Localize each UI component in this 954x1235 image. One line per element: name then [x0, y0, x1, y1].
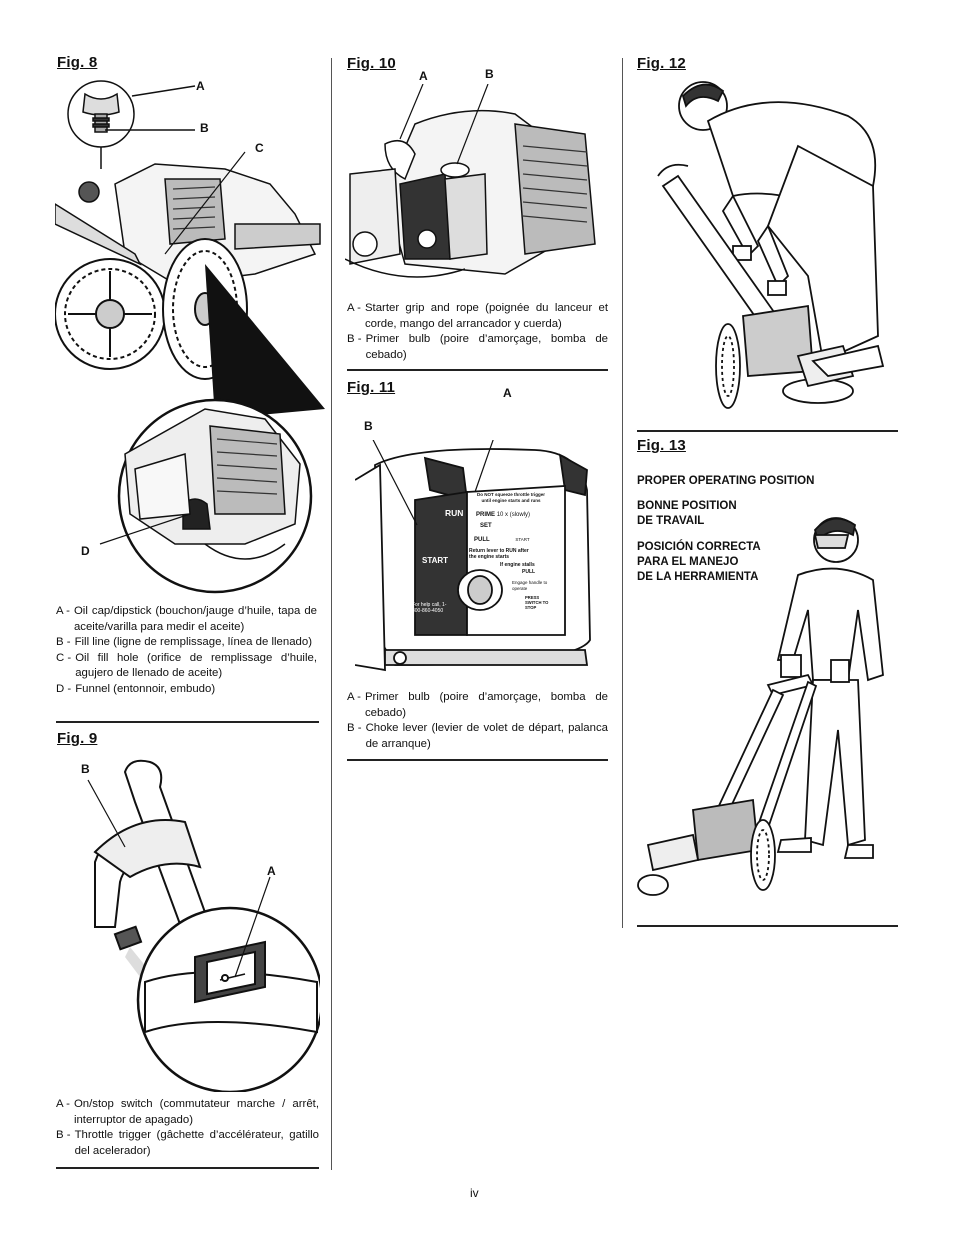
fig13-title: Fig. 13 [637, 437, 686, 454]
fig10-callout-a: A [419, 69, 428, 83]
fig8-callout-b: B [200, 121, 209, 135]
start-label: START [422, 556, 449, 565]
fig9-callout-a: A [267, 864, 276, 878]
fig10-callout-b: B [485, 67, 494, 81]
run-label: RUN [445, 508, 464, 518]
label-press: PRESS SWITCH TO STOP [525, 595, 549, 610]
fig8-illustration [55, 74, 325, 594]
fig11-callout-b: B [364, 419, 373, 433]
fig10-legend: A -Starter grip and rope (poignée du lan… [347, 301, 608, 363]
legend-item: B -Choke lever (levier de volet de dépar… [347, 722, 608, 750]
fig11-callout-a: A [503, 386, 512, 400]
legend-item: B -Throttle trigger (gâchette d’accéléra… [56, 1129, 319, 1157]
fig10-bottom-rule [347, 369, 608, 371]
fig8-legend: A -Oil cap/dipstick (bouchon/jauge d’hui… [56, 604, 317, 697]
help-label: For help call, 1-800-860-4050 [412, 602, 447, 614]
fig11-title: Fig. 11 [347, 379, 396, 396]
fig11-legend: A -Primer bulb (poire d’amorçage, bomba … [347, 690, 608, 752]
fig8-callout-c: C [255, 141, 264, 155]
label-header: Do NOT squeeze throttle trigger until en… [476, 492, 545, 503]
legend-item: A -Oil cap/dipstick (bouchon/jauge d’hui… [56, 605, 317, 633]
fig13-bottom-rule [637, 925, 898, 927]
fig12-title: Fig. 12 [637, 55, 686, 72]
fig12-illustration [648, 76, 888, 416]
fig9-illustration [55, 752, 320, 1092]
legend-item: C -Oil fill hole (orifice de remplissage… [56, 651, 317, 680]
fig8-title: Fig. 8 [57, 54, 98, 71]
fig9-legend: A -On/stop switch (commutateur marche / … [56, 1097, 319, 1159]
fig10-title: Fig. 10 [347, 55, 396, 72]
fig8-bottom-rule [56, 721, 319, 723]
fig10-illustration [345, 84, 610, 296]
legend-item: B -Fill line (ligne de remplissage, líne… [56, 636, 312, 648]
legend-item: A -Primer bulb (poire d’amorçage, bomba … [347, 691, 608, 719]
fig9-title: Fig. 9 [57, 730, 98, 747]
operating-position-es: POSICIÓN CORRECTA PARA EL MANEJO DE LA H… [637, 541, 761, 583]
fig8-callout-d: D [81, 544, 90, 558]
fig13-top-rule [637, 430, 898, 432]
legend-item: A -On/stop switch (commutateur marche / … [56, 1098, 319, 1126]
label-step3: PULL START [474, 537, 530, 543]
label-engage: Engage handle to operate [512, 580, 548, 591]
column-divider-right [622, 58, 623, 928]
fig9-bottom-rule [56, 1167, 319, 1169]
column-divider-left [331, 58, 332, 1170]
label-step2: SET [480, 523, 492, 529]
label-step1: PRIME 10 x (slowly) [476, 512, 531, 518]
legend-item: A -Starter grip and rope (poignée du lan… [347, 302, 608, 330]
operating-position-fr: BONNE POSITION DE TRAVAIL [637, 500, 737, 527]
fig13-illustration [633, 500, 893, 910]
fig8-callout-a: A [196, 79, 205, 93]
operating-position-en: PROPER OPERATING POSITION [637, 475, 815, 487]
legend-item: D -Funnel (entonnoir, embudo) [56, 682, 216, 695]
fig9-callout-b: B [81, 762, 90, 776]
fig11-illustration [355, 440, 595, 680]
fig11-bottom-rule [347, 759, 608, 761]
legend-item: B -Primer bulb (poire d’amorçage, bomba … [347, 333, 608, 361]
page-number: iv [470, 1186, 479, 1200]
label-step4: Return lever to RUN after the engine sta… [469, 548, 529, 560]
